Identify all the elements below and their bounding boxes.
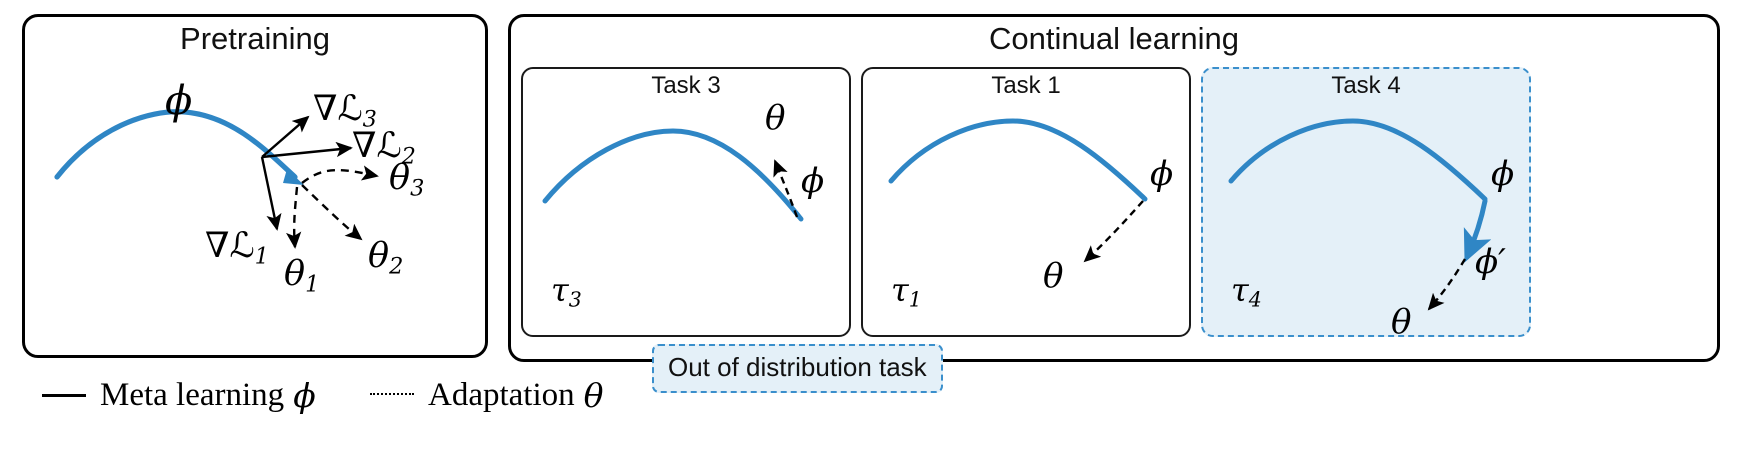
task-panel-task-3[interactable]: Task 3 θ ϕ τ3	[521, 67, 851, 337]
theta-label-1: θ1	[284, 257, 319, 296]
legend-adaptation-label: Adaptation	[428, 377, 575, 413]
task-4-phi-prime-label: ϕ′	[1475, 242, 1506, 282]
task-3-tau-subscript: 3	[568, 287, 582, 312]
task-4-tau-label: τ4	[1231, 274, 1262, 310]
task-1-tau-subscript: 1	[908, 287, 922, 312]
task-1-tau-glyph: τ	[891, 271, 909, 309]
solid-line-icon	[42, 394, 86, 397]
gradient-label-2: ∇ℒ2	[352, 129, 416, 168]
legend-meta-symbol: ϕ	[293, 376, 316, 415]
nabla-icon-2: ∇ℒ	[352, 126, 402, 166]
task-4-meta-curve	[1228, 118, 1488, 202]
theta-glyph-1: θ	[284, 254, 306, 294]
task-3-tau-label: τ3	[551, 274, 582, 310]
theta-label-2: θ2	[368, 239, 403, 278]
legend-adaptation-symbol: θ	[583, 376, 604, 415]
adapt-arrow-3	[301, 165, 379, 184]
nabla-icon-3: ∇ℒ	[313, 89, 363, 129]
dashed-line-icon	[370, 392, 414, 395]
pretraining-title: Pretraining	[180, 21, 330, 56]
continual-learning-title: Continual learning	[989, 21, 1239, 56]
task-1-theta-label: θ	[1043, 256, 1064, 296]
task-1-tau-label: τ1	[891, 274, 922, 310]
task-4-phi-label: ϕ	[1491, 154, 1515, 194]
task-1-phi-label: ϕ	[1150, 154, 1174, 194]
grad-arrow-2	[261, 141, 353, 159]
legend-item-meta-learning: Meta learning ϕ	[42, 376, 316, 415]
task-panel-task-4[interactable]: Task 4 ϕ ϕ′ θ τ4	[1201, 67, 1531, 342]
legend-meta-label: Meta learning	[100, 377, 285, 413]
task-3-phi-label: ϕ	[801, 161, 825, 201]
task-1-meta-curve	[888, 118, 1148, 202]
theta-subscript-2: 2	[389, 253, 404, 280]
task-3-theta-label: θ	[765, 98, 786, 138]
theta-glyph-3: θ	[389, 158, 411, 198]
theta-label-3: θ3	[389, 161, 424, 200]
grad-arrow-1	[260, 156, 282, 231]
legend: Meta learning ϕ Adaptation θ	[0, 368, 1738, 452]
task-title-4: Task 4	[1331, 72, 1401, 99]
task-title-1: Task 1	[991, 72, 1061, 99]
gradient-subscript-2: 2	[401, 143, 416, 170]
theta-subscript-3: 3	[410, 175, 425, 202]
theta-subscript-1: 1	[305, 271, 320, 298]
task-4-adaptation-arrow	[1427, 258, 1467, 311]
grad-arrow-3	[261, 115, 310, 158]
task-panel-task-1[interactable]: Task 1 ϕ θ τ1	[861, 67, 1191, 337]
gradient-subscript-3: 3	[362, 106, 377, 133]
task-3-adaptation-arrow	[773, 159, 799, 218]
adapt-arrow-1	[286, 186, 302, 249]
pretraining-meta-arrowhead	[283, 169, 304, 185]
task-4-theta-label: θ	[1391, 302, 1412, 342]
task-1-adaptation-arrow	[1083, 200, 1144, 263]
out-of-distribution-badge: Out of distribution task	[652, 344, 943, 393]
pretraining-phi-label: ϕ	[165, 78, 193, 124]
adapt-arrow-2	[301, 184, 363, 241]
task-title-3: Task 3	[651, 72, 721, 99]
gradient-label-3: ∇ℒ3	[313, 92, 377, 131]
task-4-tau-glyph: τ	[1231, 271, 1249, 309]
nabla-icon-1: ∇ℒ	[205, 226, 255, 266]
legend-item-adaptation: Adaptation θ	[370, 376, 604, 415]
task-3-meta-curve	[542, 128, 804, 222]
gradient-label-1: ∇ℒ1	[205, 229, 269, 268]
pretraining-panel: Pretraining ϕ	[22, 14, 488, 358]
task-3-tau-glyph: τ	[551, 271, 569, 309]
continual-learning-panel: Continual learning Task 3 θ ϕ τ3 Task 1	[508, 14, 1720, 362]
task-4-tau-subscript: 4	[1248, 287, 1262, 312]
gradient-subscript-1: 1	[254, 243, 269, 270]
theta-glyph-2: θ	[368, 236, 390, 276]
